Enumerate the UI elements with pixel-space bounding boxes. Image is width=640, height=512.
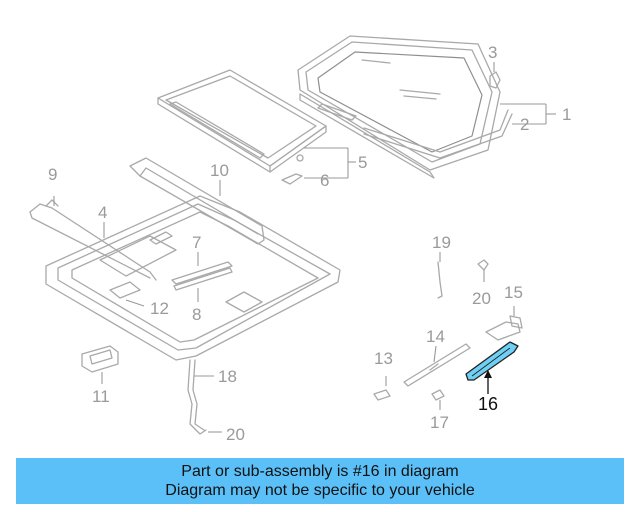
sunshade-panel (157, 69, 327, 173)
handle (81, 345, 119, 373)
callout-4: 4 (98, 203, 107, 222)
callout-9: 9 (48, 165, 57, 184)
banner-line-2: Diagram may not be specific to your vehi… (165, 482, 475, 499)
callout-15: 15 (504, 283, 523, 302)
guide-rail (171, 261, 233, 291)
grommet (477, 259, 489, 271)
clip (489, 71, 501, 89)
callout-17: 17 (430, 413, 449, 432)
drive-cable (403, 343, 471, 387)
callout-13: 13 (374, 349, 393, 368)
parts-diagram: 1 2 3 4 5 6 7 8 9 10 11 12 13 14 15 16 1… (29, 35, 571, 444)
glass-panel (297, 35, 501, 179)
highlighted-part-16 (465, 341, 519, 381)
callout-5: 5 (358, 153, 367, 172)
info-banner: Part or sub-assembly is #16 in diagram D… (16, 458, 624, 504)
callout-18: 18 (218, 367, 237, 386)
callout-14: 14 (426, 327, 445, 346)
banner-line-1: Part or sub-assembly is #16 in diagram (181, 463, 459, 480)
callout-16: 16 (478, 394, 498, 414)
callout-1: 1 (562, 105, 571, 124)
callout-20-lower: 20 (226, 425, 245, 444)
weatherstrip (317, 103, 513, 159)
callout-3: 3 (488, 43, 497, 62)
callout-7: 7 (192, 233, 201, 252)
callout-12: 12 (150, 299, 169, 318)
motor-bracket (485, 315, 523, 341)
small-brackets (281, 154, 304, 185)
leader-lines (53, 62, 556, 433)
callout-6: 6 (320, 171, 329, 190)
motor-mount (373, 389, 391, 401)
callout-8: 8 (192, 305, 201, 324)
front-rail (129, 157, 265, 245)
hose-19 (437, 261, 443, 299)
callout-2: 2 (520, 115, 529, 134)
sunroof-frame (45, 195, 341, 361)
callout-11: 11 (92, 387, 110, 406)
callout-19: 19 (432, 233, 451, 252)
callout-10: 10 (210, 161, 229, 180)
drain-hoses (29, 199, 207, 435)
clip-17 (431, 389, 445, 401)
callout-20-upper: 20 (472, 289, 491, 308)
